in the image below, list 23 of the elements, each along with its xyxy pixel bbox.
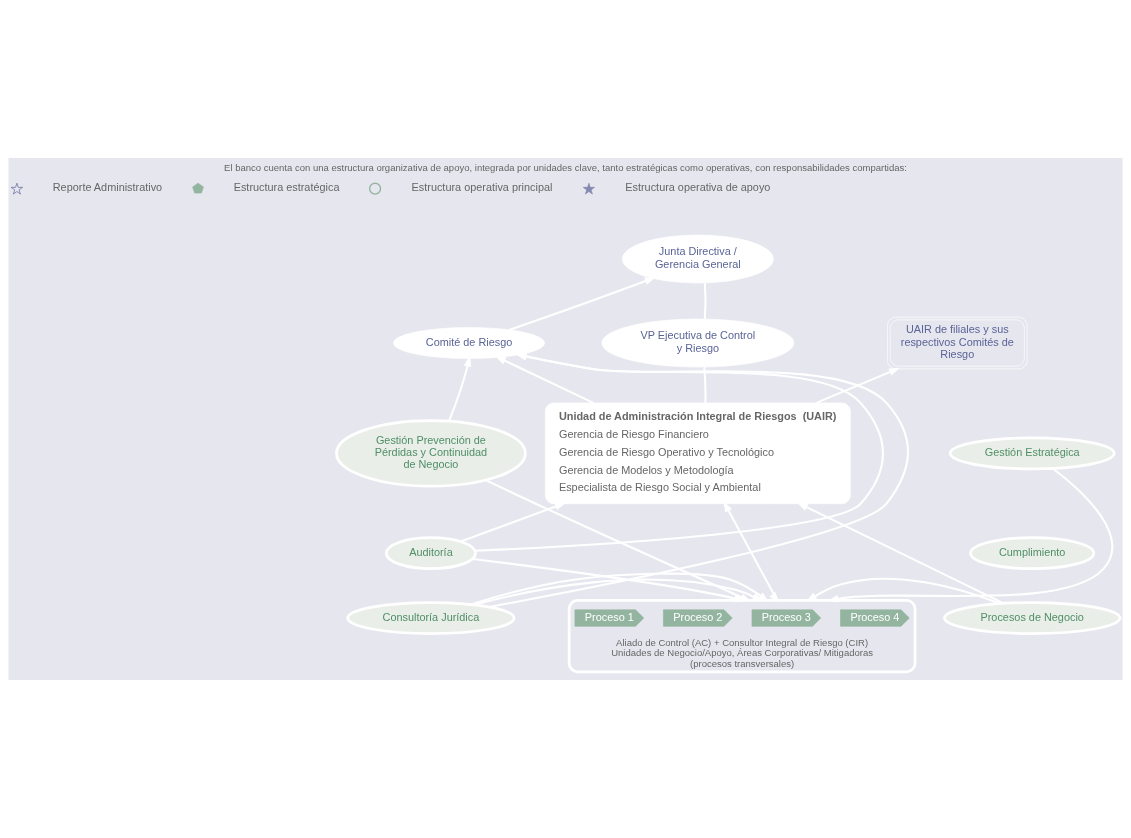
legend-label: Estructura operativa de apoyo (625, 181, 771, 194)
node-box: Unidad de Administración Integral de Riesgos (UAIR) Gerencia de Riesgo Financiero Gerencia de Riesgo Operativo y Tecnológico Gerencia de Modelos y Metodología Especialista de Riesgo Social y Ambiental (544, 402, 851, 505)
arrow (460, 502, 566, 543)
arrow (475, 352, 884, 552)
arrow (488, 352, 909, 608)
arrow (723, 501, 780, 603)
diagram-title: El banco cuenta con una estructura organizativa de apoyo, integrada por unidades clave, tanto estratégicas como operativas, con responsabilidades compartidas: (224, 162, 907, 174)
legend-label: Reporte Administrativo (52, 181, 163, 194)
node-ellipse: Auditoría (384, 536, 477, 571)
legend-label: Estructura estratégica (233, 181, 340, 194)
arrow (796, 502, 1005, 605)
node-ellipse: Consultoría Jurídica (346, 601, 516, 635)
node-ellipse: Gestión Prevención de Pérdidas y Continuidad de Negocio (335, 419, 527, 488)
arrow (816, 367, 900, 404)
arrow (508, 277, 656, 331)
arrow (806, 577, 1001, 605)
node-ellipse: VP Ejecutiva de Control y Riesgo (601, 318, 795, 368)
node-ellipse: Cumplimiento (969, 536, 1096, 571)
legend-label: Estructura operativa principal (411, 181, 553, 194)
arrow (470, 572, 770, 606)
arrow (495, 356, 594, 404)
node-ellipse: Gestión Estratégica (948, 436, 1116, 471)
node-ellipse: Procesos de Negocio (943, 601, 1122, 635)
